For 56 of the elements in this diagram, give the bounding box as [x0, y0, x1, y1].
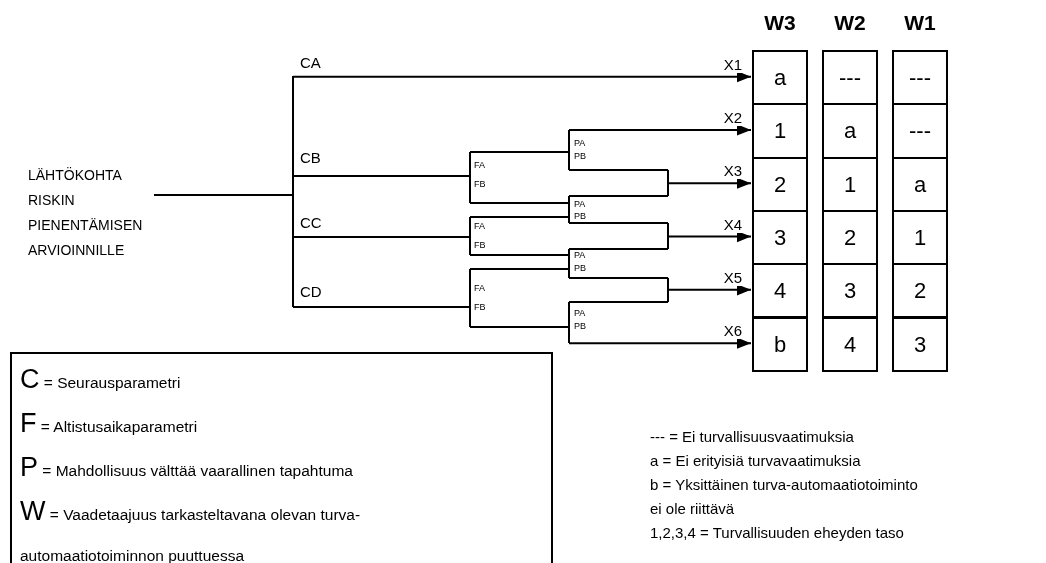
table-cell: ---	[822, 50, 878, 106]
parameter-label: CD	[300, 283, 322, 301]
edge-label: X3	[722, 163, 743, 180]
parameter-label: PB	[574, 210, 586, 222]
table-cell: a	[892, 156, 948, 212]
column-header: W2	[833, 10, 867, 36]
arrow	[568, 124, 752, 136]
parameter-label: PB	[574, 262, 586, 274]
table-cell: 3	[822, 263, 878, 319]
parameter-label: FB	[474, 239, 486, 251]
arrow	[568, 337, 752, 349]
table-cell: 1	[822, 156, 878, 212]
arrow	[667, 284, 752, 296]
parameter-label: PA	[574, 249, 586, 261]
note-text: a = Ei erityisiä turvavaatimuksia	[650, 451, 862, 471]
arrow	[292, 71, 752, 83]
arrow	[667, 230, 752, 243]
parameter-label: CB	[300, 149, 321, 167]
parameter-label: FA	[474, 282, 485, 294]
table-cell: 3	[752, 209, 808, 266]
parameter-label: PA	[574, 198, 586, 210]
table-cell: ---	[892, 50, 948, 106]
table-cell: a	[822, 103, 878, 159]
column-header: W1	[903, 10, 937, 36]
table-cell: 1	[892, 209, 948, 266]
table-cell: 4	[822, 316, 878, 372]
arrow	[667, 177, 752, 189]
parameter-label: FB	[474, 301, 486, 313]
table-cell: ---	[892, 103, 948, 159]
parameter-label: PA	[574, 307, 586, 319]
parameter-label: FA	[474, 220, 485, 232]
definition-text: C = Seurausparametri	[20, 363, 182, 396]
table-cell: 2	[752, 156, 808, 212]
table-cell: 3	[892, 316, 948, 372]
parameter-label: PB	[574, 320, 586, 332]
table-cell: a	[752, 50, 808, 106]
parameter-label: CC	[300, 214, 322, 232]
note-text: b = Yksittäinen turva-automaatiotoiminto ei ole riittävä	[650, 475, 919, 519]
definition-text: P = Mahdollisuus välttää vaarallinen tapahtuma	[20, 451, 354, 484]
note-text: --- = Ei turvallisuusvaatimuksia	[650, 427, 855, 447]
table-cell: 1	[752, 103, 808, 159]
edge-label: X6	[722, 323, 743, 340]
table-cell: 2	[892, 263, 948, 319]
table-cell: 4	[752, 263, 808, 319]
definition-box	[10, 352, 553, 563]
parameter-label: PB	[574, 150, 586, 162]
definition-text: F = Altistusaikaparametri	[20, 407, 199, 440]
start-label: LÄHTÖKOHTA RISKIN PIENENTÄMISEN ARVIOINNILLE	[28, 163, 152, 263]
table-cell: 2	[822, 209, 878, 266]
table-cell: b	[752, 316, 808, 372]
parameter-label: CA	[300, 54, 321, 72]
parameter-label: FA	[474, 159, 485, 171]
parameter-label: PA	[574, 137, 586, 149]
parameter-label: FB	[474, 178, 486, 190]
note-text: 1,2,3,4 = Turvallisuuden eheyden taso	[650, 523, 905, 543]
column-header: W3	[763, 10, 797, 36]
